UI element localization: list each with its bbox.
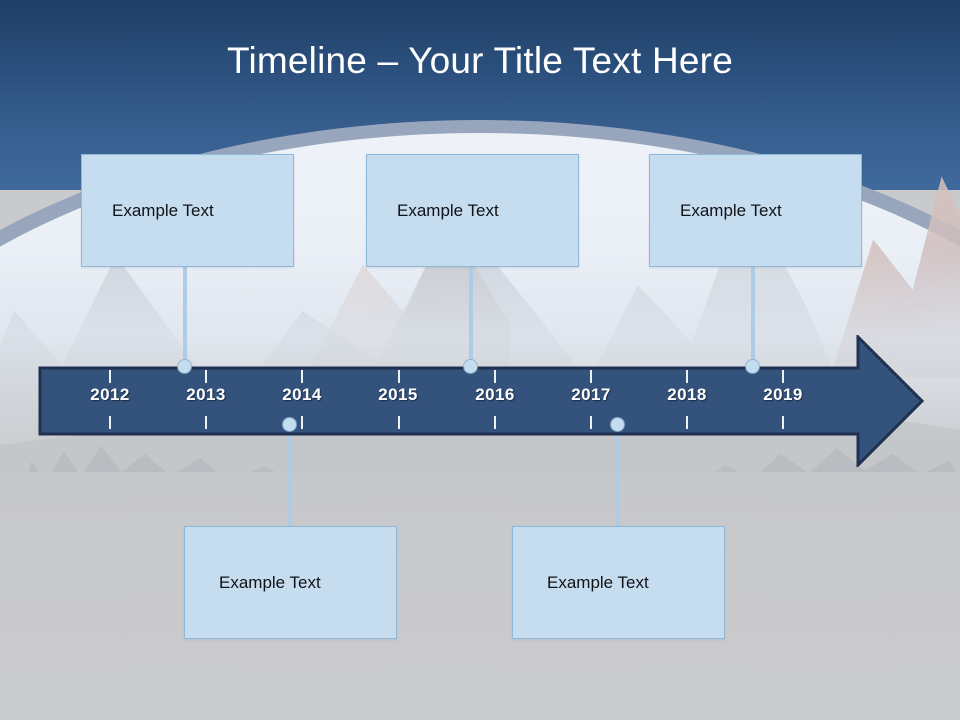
event-box-upper-1[interactable]: Example Text — [81, 154, 294, 267]
year-label-2013: 2013 — [186, 385, 226, 404]
tick-mark-bottom-7 — [686, 416, 688, 429]
event-box-text: Example Text — [219, 572, 321, 592]
year-label-2018: 2018 — [667, 385, 707, 404]
connector-line-upper-1 — [183, 267, 187, 373]
tick-mark-bottom-4 — [398, 416, 400, 429]
connector-dot-upper-3 — [746, 360, 759, 373]
event-box-text: Example Text — [397, 200, 499, 220]
tick-mark-bottom-3 — [301, 416, 303, 429]
background-floor — [0, 472, 960, 720]
tick-mark-top-3 — [301, 370, 303, 383]
year-label-2017: 2017 — [571, 385, 611, 404]
connector-dot-lower-2 — [611, 418, 624, 431]
tick-mark-top-1 — [109, 370, 111, 383]
page-title: Timeline – Your Title Text Here — [227, 40, 733, 81]
tick-mark-top-5 — [494, 370, 496, 383]
connector-line-upper-3 — [751, 267, 755, 373]
tick-mark-bottom-6 — [590, 416, 592, 429]
event-box-lower-1[interactable]: Example Text — [184, 526, 397, 639]
connector-line-lower-1 — [288, 424, 292, 526]
event-box-text: Example Text — [680, 200, 782, 220]
connector-dot-upper-2 — [464, 360, 477, 373]
year-label-2019: 2019 — [763, 385, 803, 404]
event-box-lower-2[interactable]: Example Text — [512, 526, 725, 639]
event-box-text: Example Text — [112, 200, 214, 220]
tick-mark-bottom-8 — [782, 416, 784, 429]
connector-dot-upper-1 — [178, 360, 191, 373]
year-label-2014: 2014 — [282, 385, 322, 404]
year-label-2015: 2015 — [378, 385, 418, 404]
tick-mark-bottom-5 — [494, 416, 496, 429]
tick-mark-top-4 — [398, 370, 400, 383]
year-label-2012: 2012 — [90, 385, 130, 404]
event-box-upper-3[interactable]: Example Text — [649, 154, 862, 267]
tick-mark-bottom-1 — [109, 416, 111, 429]
connector-line-upper-2 — [469, 267, 473, 373]
tick-mark-bottom-2 — [205, 416, 207, 429]
connector-line-lower-2 — [616, 424, 620, 526]
tick-mark-top-7 — [686, 370, 688, 383]
connector-dot-lower-1 — [283, 418, 296, 431]
event-box-upper-2[interactable]: Example Text — [366, 154, 579, 267]
tick-mark-top-6 — [590, 370, 592, 383]
tick-mark-top-2 — [205, 370, 207, 383]
event-box-text: Example Text — [547, 572, 649, 592]
timeline-arrow[interactable] — [38, 335, 924, 467]
tick-mark-top-8 — [782, 370, 784, 383]
year-label-2016: 2016 — [475, 385, 515, 404]
